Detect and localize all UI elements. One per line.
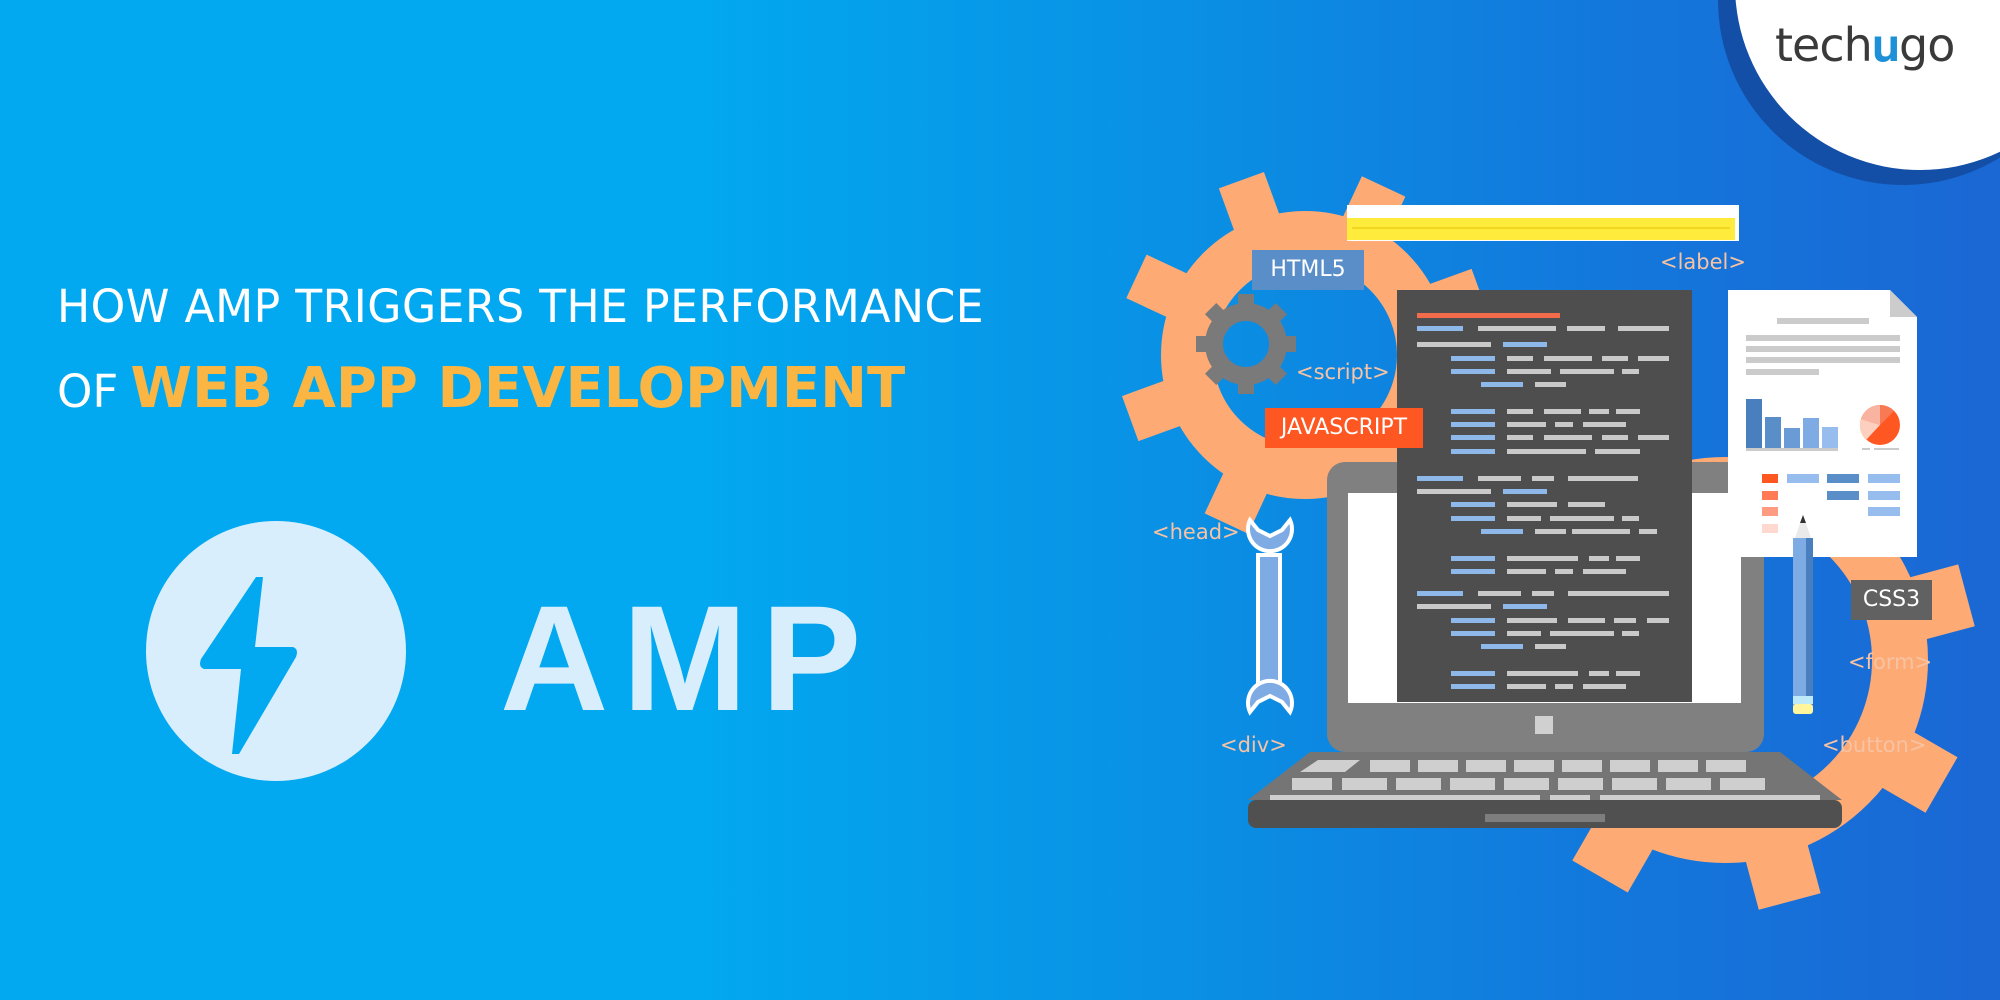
tag-script: <script> xyxy=(1296,360,1390,384)
badge-css3: CSS3 xyxy=(1851,580,1932,620)
headline-line1: HOW AMP TRIGGERS THE PERFORMANCE xyxy=(57,280,985,333)
brand-logo[interactable]: tech𝐮go xyxy=(1775,18,1955,74)
headline-highlight: WEB APP DEVELOPMENT xyxy=(130,356,906,421)
headline-prefix: OF xyxy=(57,365,119,418)
tag-form: <form> xyxy=(1848,650,1933,674)
amp-logo-circle xyxy=(146,521,406,781)
bar-chart-icon xyxy=(1746,399,1838,451)
tag-label: <label> xyxy=(1660,250,1746,274)
logo-text-prefix: tech xyxy=(1775,18,1873,72)
ruler-icon xyxy=(1347,205,1739,241)
pencil-icon xyxy=(1793,515,1813,714)
mouse-icon: 𝐮 xyxy=(1871,18,1900,72)
tag-button: <button> xyxy=(1822,733,1927,757)
badge-html5: HTML5 xyxy=(1252,250,1364,290)
tag-div: <div> xyxy=(1220,733,1287,757)
badge-javascript: JAVASCRIPT xyxy=(1265,408,1423,448)
pie-chart-icon xyxy=(1859,405,1900,450)
wrench-icon xyxy=(1246,516,1294,716)
lightning-bolt-icon xyxy=(200,577,297,754)
small-gear-icon xyxy=(1196,294,1296,394)
logo-text-suffix: go xyxy=(1899,18,1955,72)
tag-head: <head> xyxy=(1152,520,1240,544)
code-window xyxy=(1397,290,1692,702)
amp-label: AMP xyxy=(500,574,876,742)
document-icon xyxy=(1728,290,1917,557)
